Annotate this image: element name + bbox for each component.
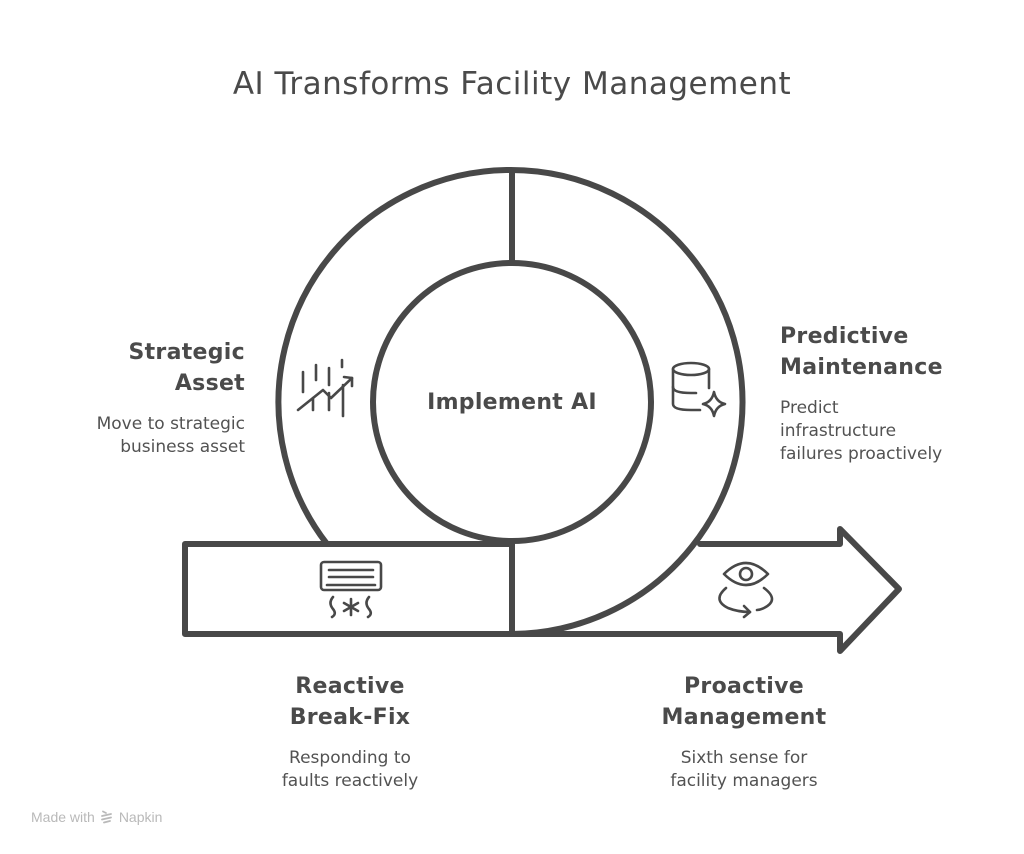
growth-chart-icon [296, 358, 354, 418]
eye-rotate-icon [718, 561, 774, 619]
napkin-brand-text: Napkin [118, 809, 163, 825]
stage-heading: Strategic Asset [40, 337, 245, 399]
stage-reactive-break-fix: Reactive Break-Fix Responding to faults … [230, 671, 470, 793]
desc-line: Move to strategic [96, 414, 245, 434]
diagram-title: AI Transforms Facility Management [232, 66, 792, 102]
center-label: Implement AI [427, 390, 597, 415]
desc-line: business asset [120, 437, 245, 457]
desc-line: Responding to [289, 748, 411, 768]
stage-heading: Proactive Management [624, 671, 864, 733]
desc-line: Sixth sense for [680, 748, 808, 768]
database-sparkle-icon [671, 361, 727, 418]
footer-watermark: Made with Napkin [31, 809, 162, 825]
desc-line: infrastructure [780, 421, 897, 441]
stage-description: Responding to faults reactively [230, 747, 470, 793]
stage-description: Predict infrastructure failures proactiv… [780, 397, 1000, 466]
stage-heading: Reactive Break-Fix [230, 671, 470, 733]
stage-heading: Predictive Maintenance [780, 321, 1000, 383]
heading-line: Reactive [295, 674, 405, 699]
desc-line: facility managers [670, 771, 818, 791]
heading-line: Maintenance [780, 355, 943, 380]
stage-description: Sixth sense for facility managers [624, 747, 864, 793]
desc-line: faults reactively [281, 771, 419, 791]
stage-strategic-asset: Strategic Asset Move to strategic busine… [40, 337, 245, 459]
outer-ring-arc [275, 167, 746, 637]
left-band [182, 541, 515, 637]
heading-line: Asset [174, 371, 245, 396]
heading-line: Predictive [780, 324, 909, 349]
stage-proactive-management: Proactive Management Sixth sense for fac… [624, 671, 864, 793]
heading-line: Strategic [128, 340, 245, 365]
heading-line: Proactive [684, 674, 804, 699]
stage-predictive-maintenance: Predictive Maintenance Predict infrastru… [780, 321, 1000, 466]
heading-line: Break-Fix [289, 705, 411, 730]
made-with-text: Made with [31, 809, 95, 825]
napkin-logo-icon [100, 810, 112, 824]
stage-description: Move to strategic business asset [40, 413, 245, 459]
air-conditioner-icon [319, 560, 383, 619]
desc-line: Predict [780, 398, 839, 418]
right-arrow [509, 526, 902, 654]
desc-line: failures proactively [780, 444, 943, 464]
heading-line: Management [661, 705, 827, 730]
